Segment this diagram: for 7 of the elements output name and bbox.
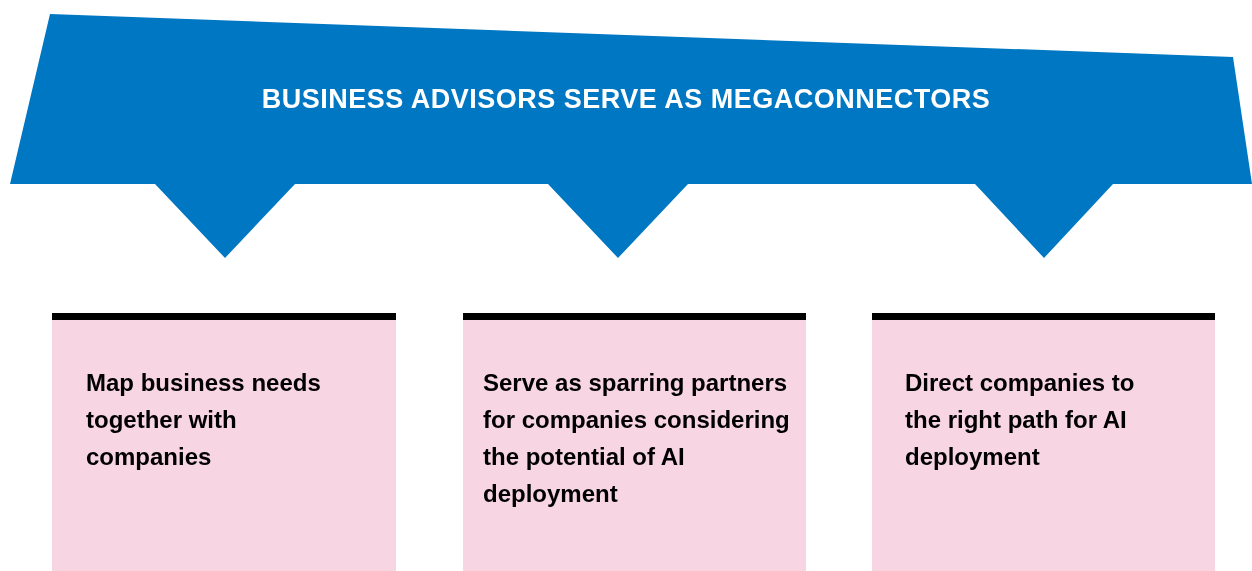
text-card	[463, 313, 806, 571]
text-card	[872, 313, 1215, 571]
banner-title: BUSINESS ADVISORS SERVE AS MEGACONNECTORS	[261, 82, 991, 116]
text-card	[52, 313, 396, 571]
card-text: Serve as sparring partners for companies considering the potential of AI deployment	[483, 368, 791, 509]
card-text: Direct companies to the right path for AI deployment	[905, 368, 1136, 472]
card-text: Map business needs together with companies	[86, 368, 322, 472]
